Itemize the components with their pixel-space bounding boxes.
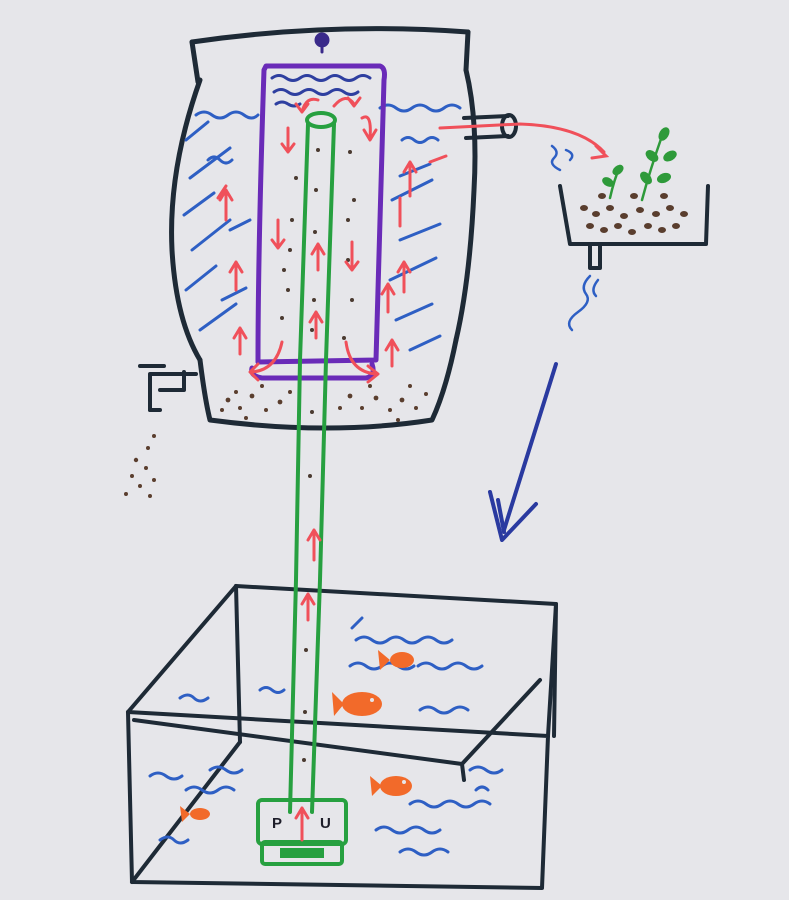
fish-icon xyxy=(332,692,382,716)
flow-arrow-icon xyxy=(270,218,286,250)
flow-arrow-icon xyxy=(280,126,296,154)
falling-sediment xyxy=(124,434,156,498)
drain-tap xyxy=(138,364,198,412)
pump-label-right: U xyxy=(320,815,331,832)
fish-icon xyxy=(180,806,210,822)
fish-tank-water xyxy=(148,616,504,857)
filter-barrel xyxy=(169,26,478,431)
fish-icon xyxy=(370,776,412,796)
flow-arrow-icon xyxy=(248,340,284,382)
flow-arrow-icon xyxy=(344,240,360,272)
flow-arrow-icon xyxy=(428,154,448,164)
flow-arrow-icon xyxy=(310,242,326,272)
filter-particles xyxy=(280,150,356,340)
water-pump: P U xyxy=(256,798,348,866)
flow-arrow-icon xyxy=(294,806,310,842)
flow-arrow-icon xyxy=(384,338,400,368)
plant-icon xyxy=(602,127,677,202)
barrel-water xyxy=(182,103,462,352)
flow-arrow-icon xyxy=(294,97,320,114)
flow-arrow-icon xyxy=(218,188,234,222)
flow-arrow-icon xyxy=(216,184,228,200)
flow-arrow-icon xyxy=(344,340,380,384)
flow-arrow-icon xyxy=(300,592,316,622)
flow-arrow-icon xyxy=(308,310,324,340)
grow-bed xyxy=(558,184,710,270)
pipe-particles xyxy=(302,148,320,762)
outlet-stream xyxy=(550,144,574,172)
inner-filter-water xyxy=(270,74,372,108)
flow-arrows xyxy=(216,96,448,842)
flow-arrow-icon xyxy=(228,260,244,292)
flow-arrow-icon xyxy=(306,528,322,562)
return-flow-arrow xyxy=(488,362,558,542)
barrel-sediment xyxy=(220,384,428,422)
flow-arrow-icon xyxy=(396,260,412,294)
pump-label-left: P xyxy=(272,815,282,832)
grow-bed-media xyxy=(580,193,688,235)
flow-arrow-icon xyxy=(380,282,396,314)
flow-arrow-icon xyxy=(402,160,418,198)
fish-icon xyxy=(378,650,414,670)
flow-arrow-icon xyxy=(232,326,248,356)
flow-arrow-icon xyxy=(332,96,362,108)
grow-bed-drain-stream xyxy=(567,274,600,332)
flow-arrow-icon xyxy=(360,115,378,142)
riser-pipe xyxy=(288,111,337,814)
